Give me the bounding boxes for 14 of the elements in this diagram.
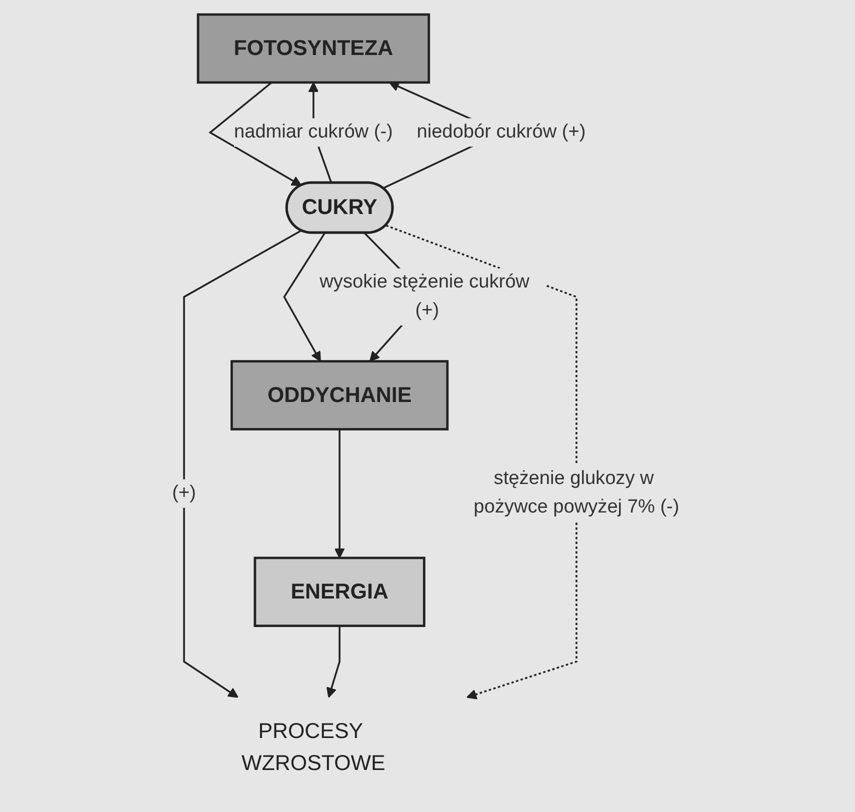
node-box: ENERGIA [254, 556, 426, 628]
edge-label: niedobór cukrów (+) [417, 122, 586, 142]
arrow [326, 626, 341, 698]
node-text: PROCESY WZROSTOWE [242, 718, 386, 775]
edge-label: (+) [172, 482, 196, 504]
arrow [334, 429, 346, 558]
node-box: ODDYCHANIE [230, 360, 450, 430]
arrow [184, 230, 302, 698]
edge-label: wysokie stężenie cukrów (+) [320, 272, 530, 321]
arrow [284, 232, 326, 362]
edge-label: nadmiar cukrów (-) [234, 122, 394, 142]
edge-label: stężenie glukozy w pożywce powyżej 7% (-) [474, 468, 680, 518]
arrow [209, 82, 302, 186]
node-box: FOTOSYNTEZA [197, 13, 430, 84]
